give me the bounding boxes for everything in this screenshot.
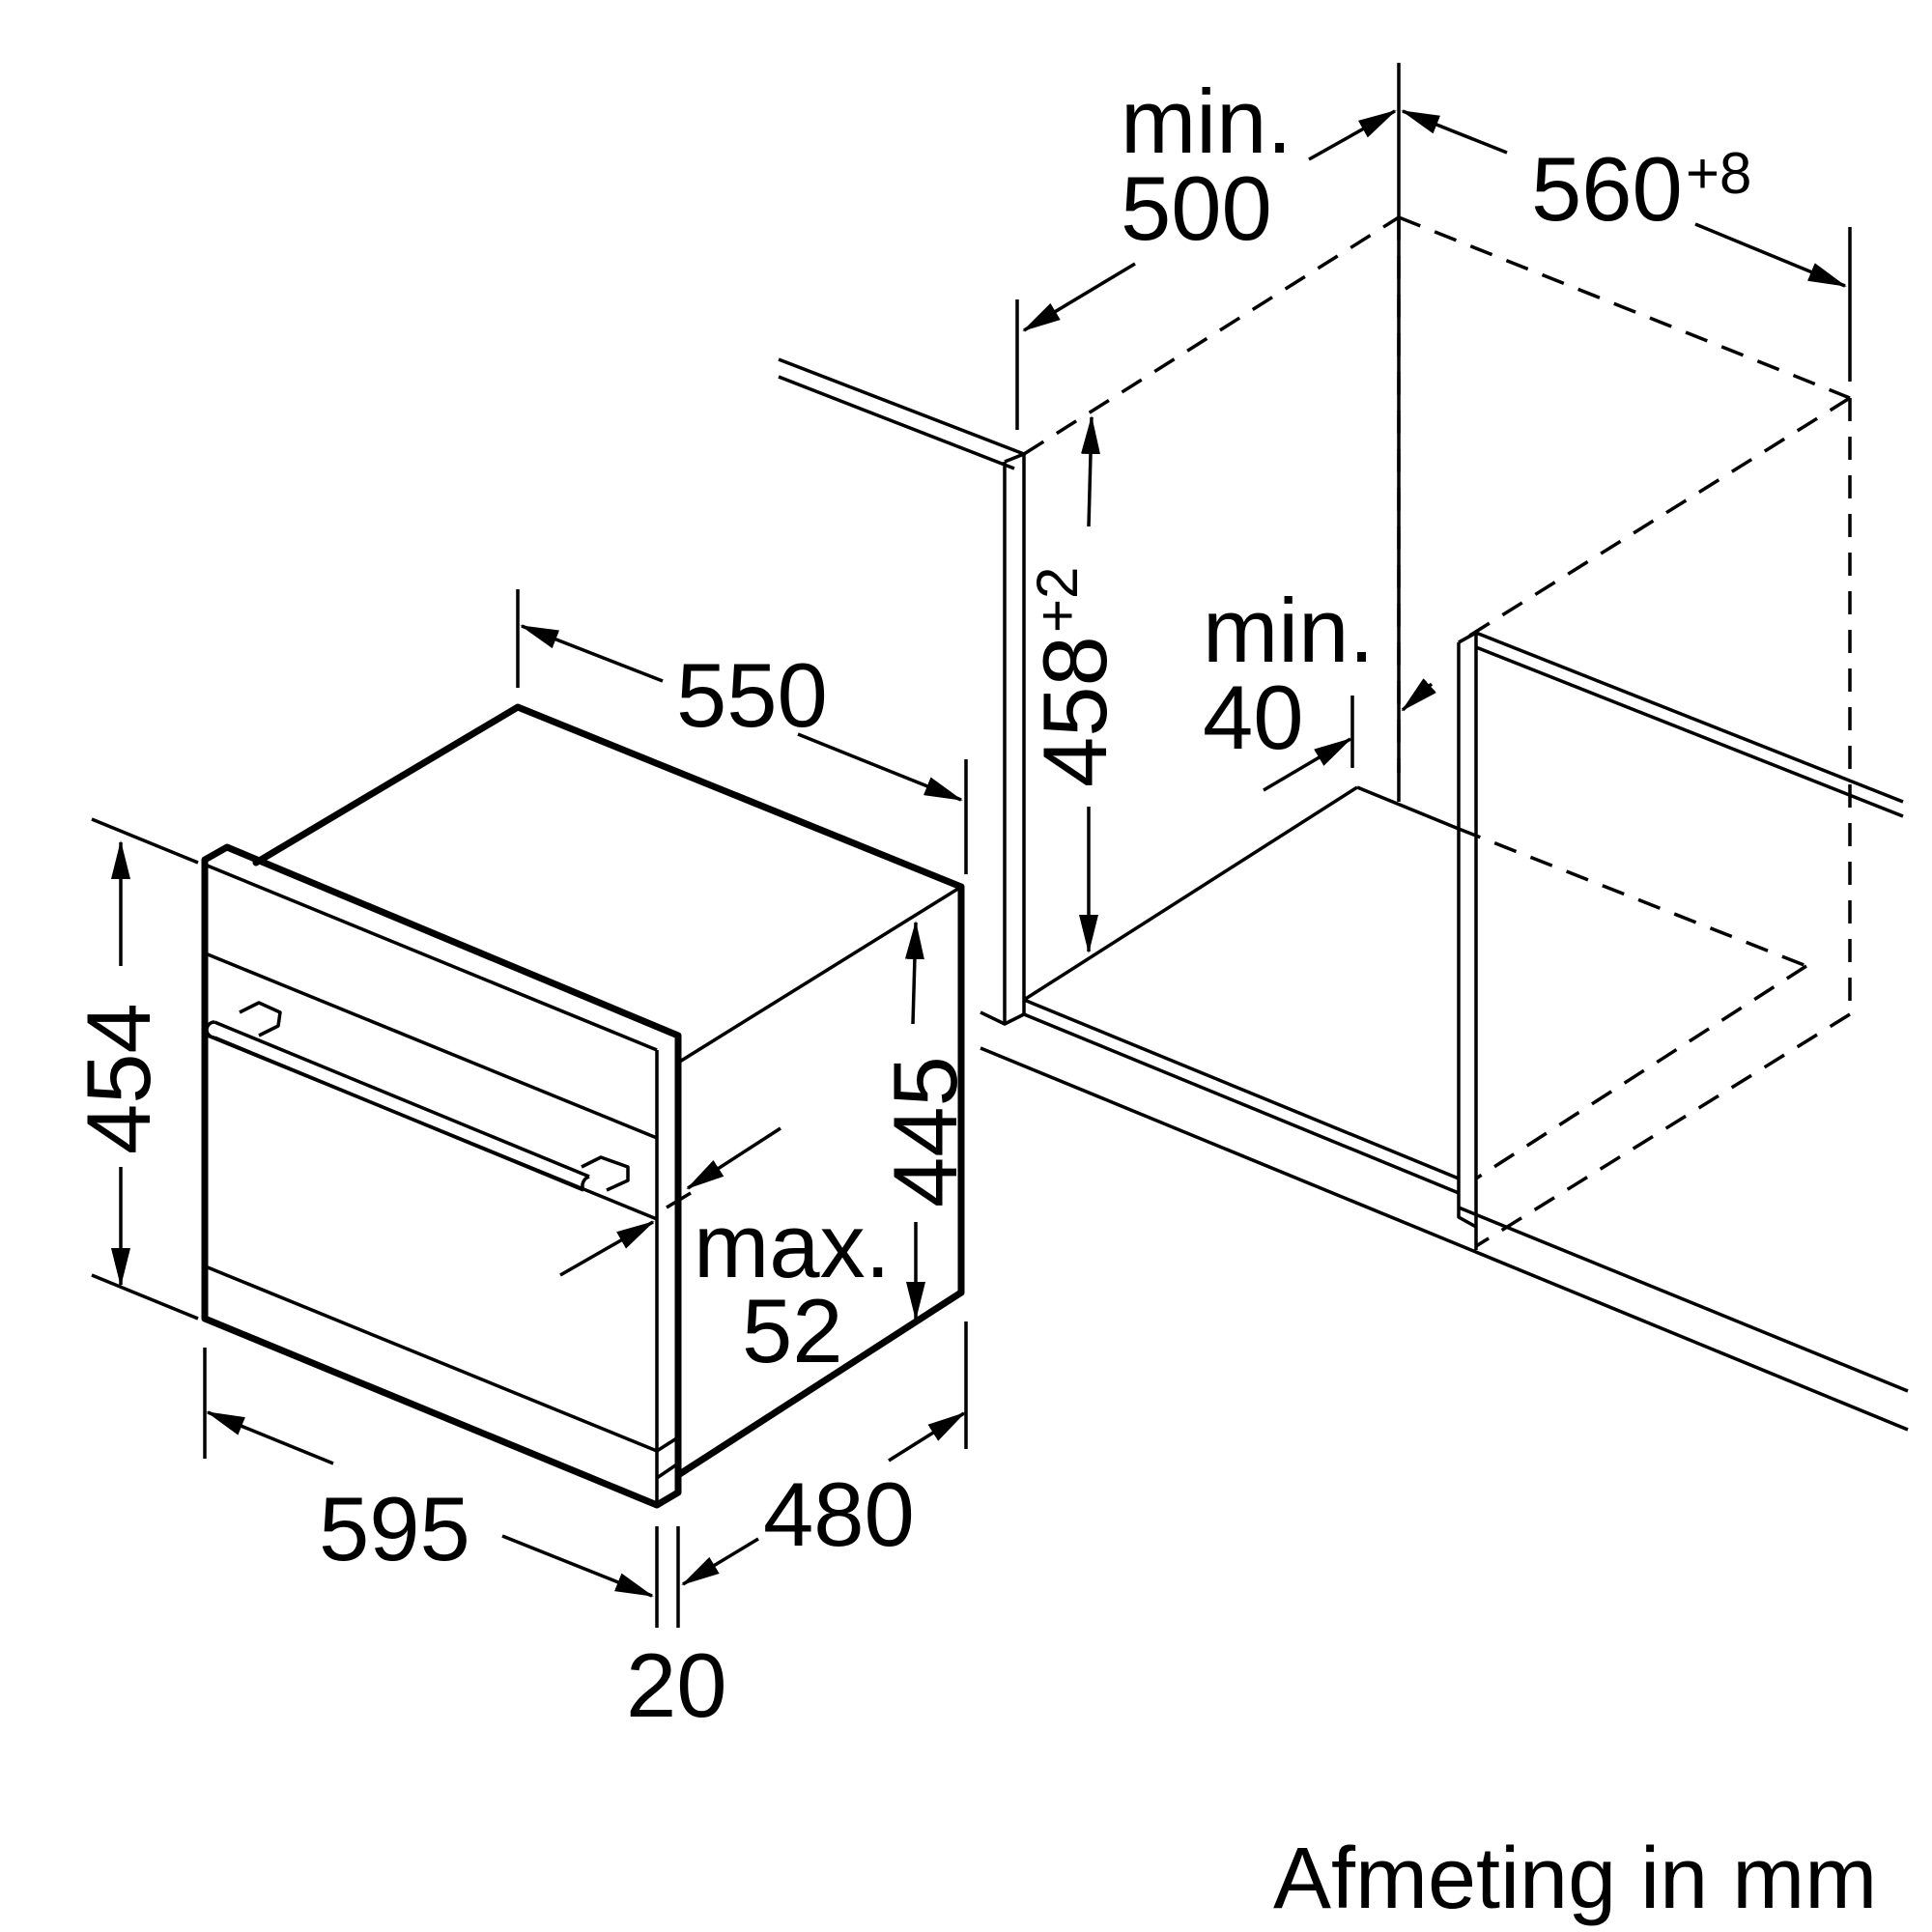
label-appliance-height: 454 xyxy=(68,1003,169,1154)
label-unit-note: Afmeting in mm xyxy=(1273,1831,1877,1927)
label-front-thickness: 20 xyxy=(626,1634,727,1736)
label-niche-width-tolerance: +8 xyxy=(1686,141,1751,206)
label-niche-width: 560 xyxy=(1531,138,1683,240)
cabinet-left-top-line-2 xyxy=(778,375,1015,470)
door-handle xyxy=(205,1001,630,1192)
label-body-height: 445 xyxy=(874,1056,976,1208)
label-gap-min-value: 40 xyxy=(1203,667,1304,768)
cabinet-shelf-edge xyxy=(1023,785,1358,1002)
appliance-top-edge xyxy=(252,703,965,891)
appliance-door-bottom-line xyxy=(207,1265,658,1453)
cabinet-base-line-2 xyxy=(1023,1012,1460,1195)
label-appliance-width: 595 xyxy=(319,1478,470,1579)
niche-dashed-floor xyxy=(1475,1012,1851,1248)
cabinet-front-floor-line xyxy=(1458,1206,1909,1393)
label-handle-max-value: 52 xyxy=(742,1280,843,1381)
cabinet-left-foot xyxy=(980,1010,1006,1026)
niche-dashed-top-right xyxy=(1458,396,1851,644)
label-niche-height-group: 458 +2 xyxy=(1024,567,1125,787)
appliance-door-corner xyxy=(656,1435,679,1453)
cabinet-left-top-line-1 xyxy=(778,357,1025,456)
cabinet-floor-line xyxy=(980,1046,1909,1432)
cabinet-right-panel xyxy=(1457,631,1478,1229)
cabinet-shelf-back xyxy=(1356,785,1460,831)
label-gap-min-word: min. xyxy=(1203,580,1375,681)
label-appliance-height-group: 454 xyxy=(68,1003,169,1154)
label-appliance-depth: 550 xyxy=(676,644,828,746)
dimension-lines xyxy=(91,109,1852,1628)
appliance-door-corner-2 xyxy=(656,1462,679,1480)
cabinet-right-top-line-1 xyxy=(1475,631,1904,804)
niche-dashed-top-left xyxy=(1023,215,1400,456)
label-niche-height-tolerance: +2 xyxy=(1025,567,1090,633)
label-body-height-group: 445 xyxy=(874,1056,976,1208)
niche-dashed-bottom-back xyxy=(1458,827,1807,968)
label-cabinet-min-word: min. xyxy=(1121,71,1293,172)
appliance-drawing xyxy=(201,703,965,1509)
appliance-panel-line xyxy=(204,863,658,1052)
cabinet-right-top-line-2 xyxy=(1475,645,1904,818)
appliance-body-top-edge xyxy=(677,885,962,1065)
niche-dashed-top-back xyxy=(1398,215,1851,400)
cabinet-base-line-1 xyxy=(1023,998,1460,1180)
appliance-bottom-edge xyxy=(674,1289,965,1479)
appliance-front-outline xyxy=(201,843,682,1509)
label-niche-height: 458 xyxy=(1024,636,1125,787)
niche-dashed-bottom-right xyxy=(1475,964,1807,1180)
label-cabinet-min-value: 500 xyxy=(1121,157,1272,259)
appliance-control-panel-line xyxy=(207,952,658,1140)
cabinet-drawing xyxy=(778,63,1909,1432)
label-handle-max-word: max. xyxy=(694,1195,891,1296)
label-body-depth: 480 xyxy=(763,1463,915,1565)
cabinet-left-panel xyxy=(1003,452,1026,1026)
